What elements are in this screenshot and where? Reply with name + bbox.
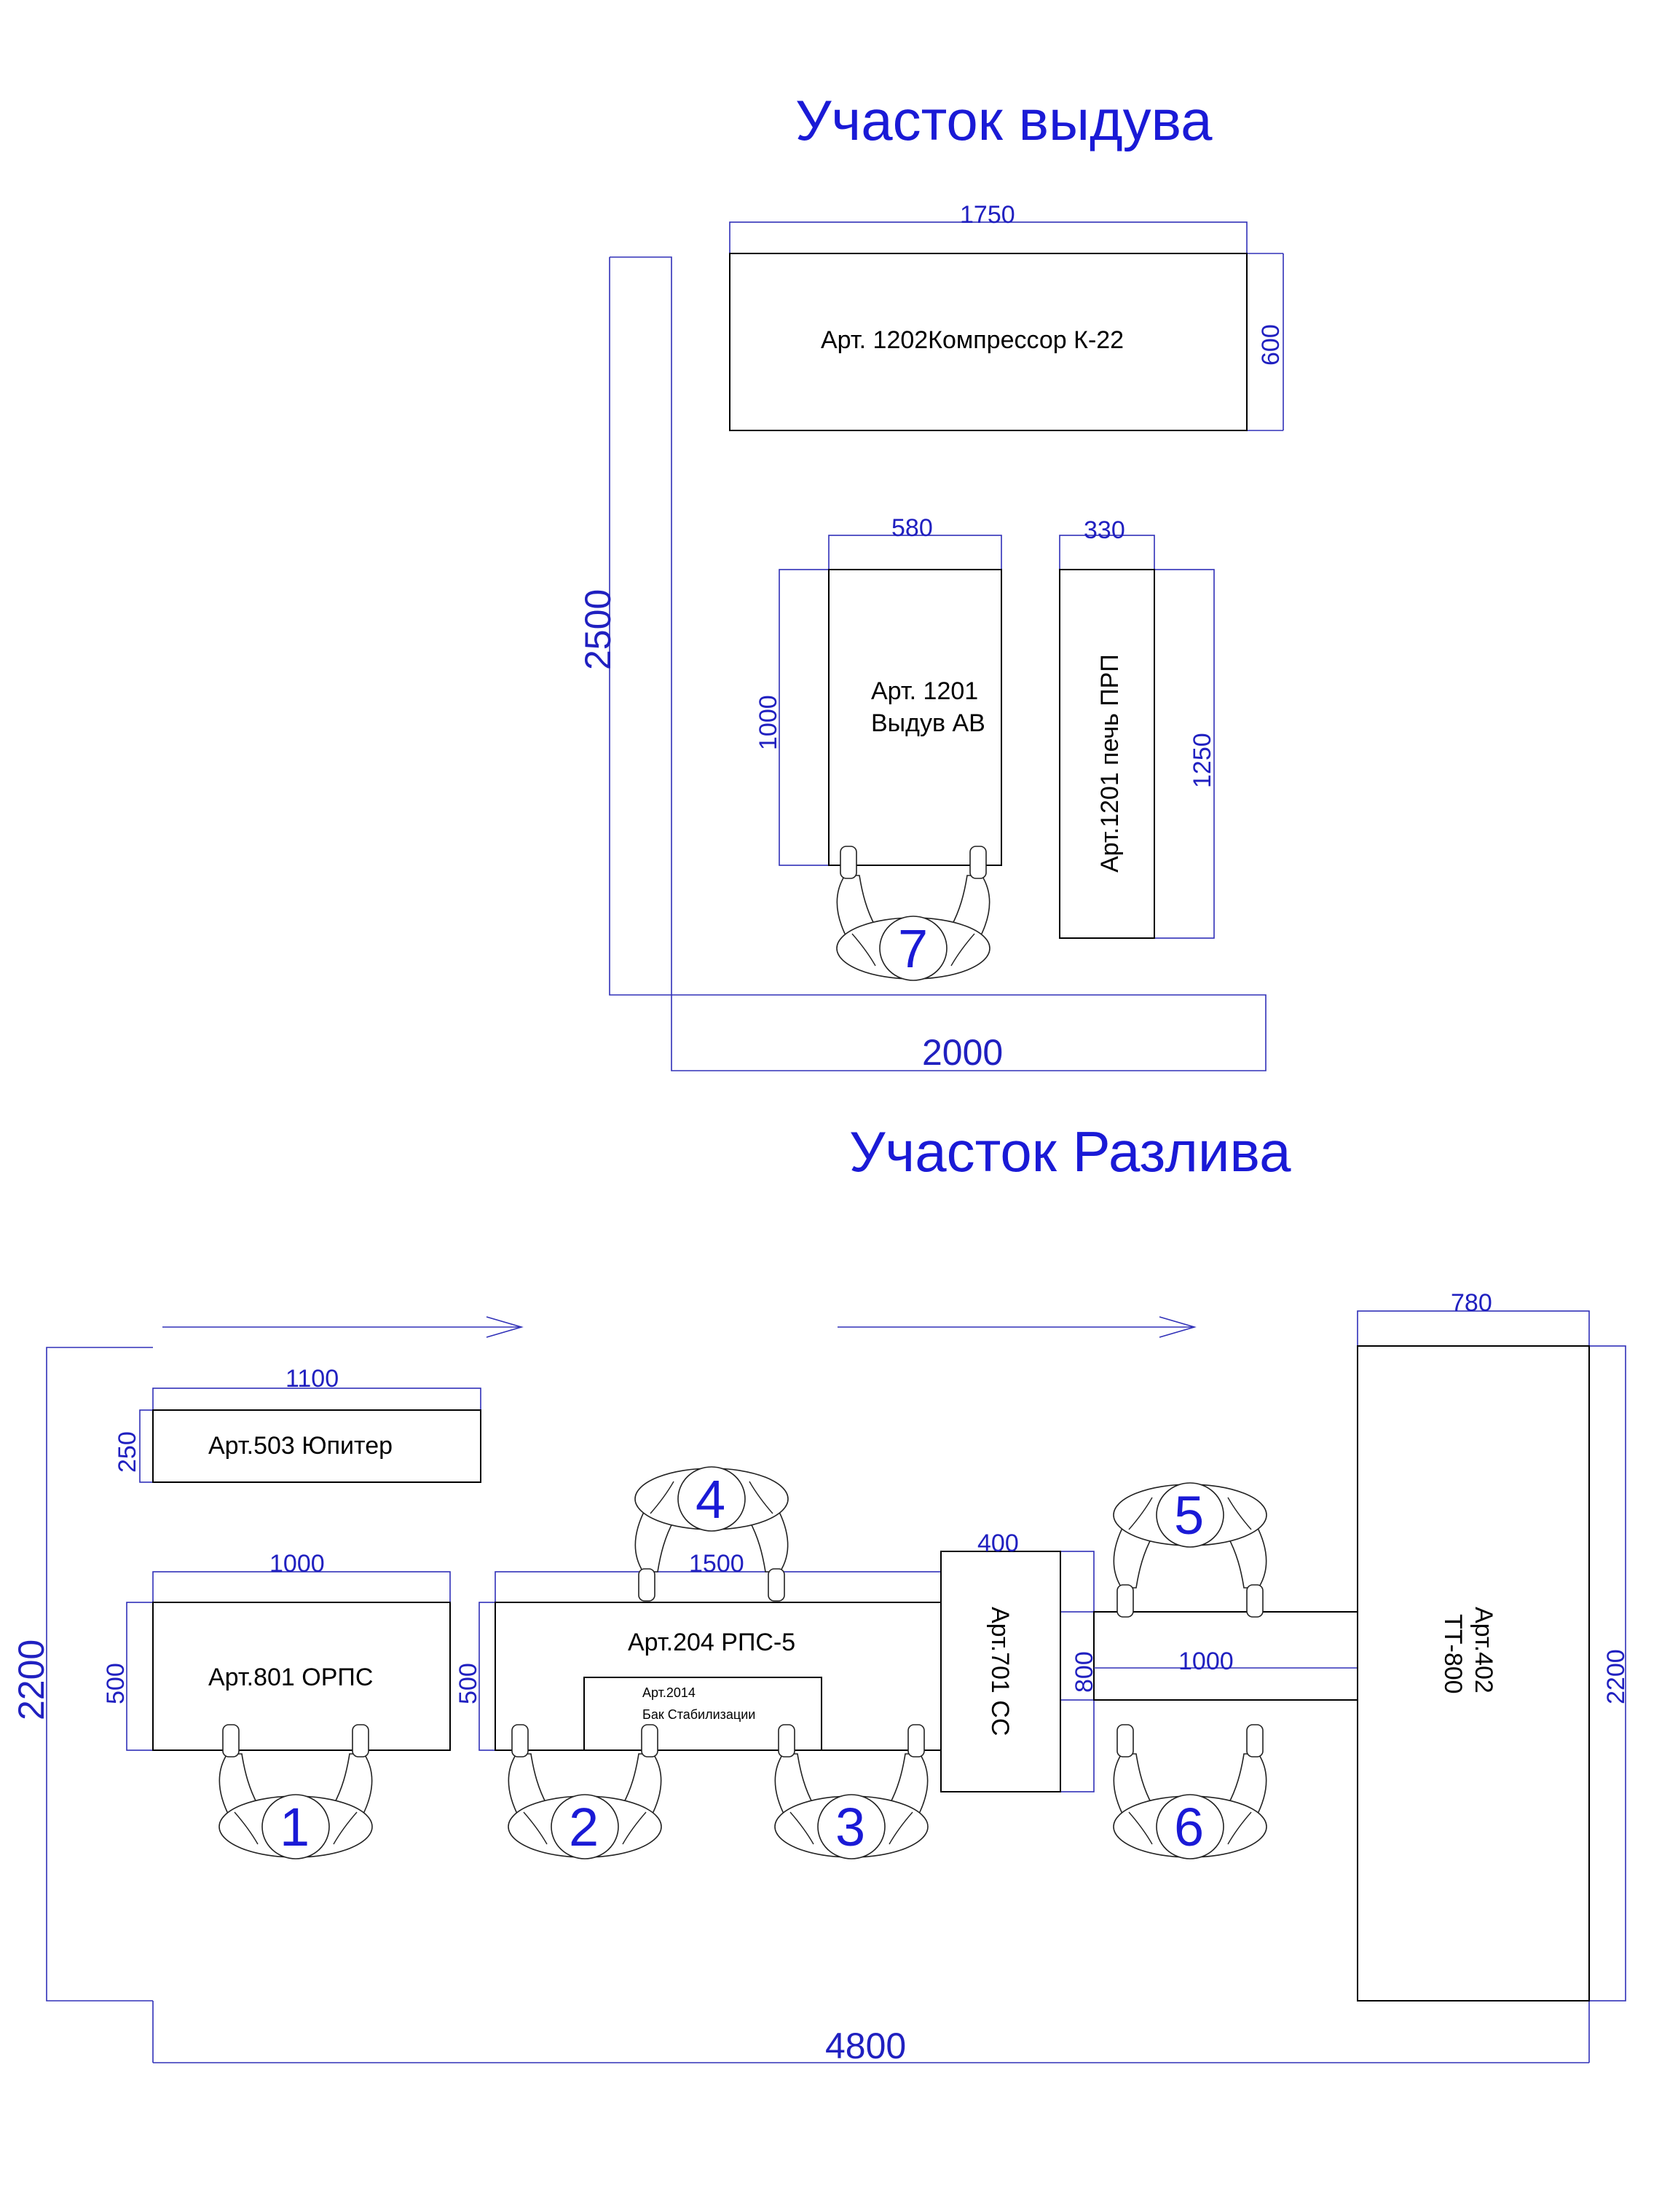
tt-label-line2: ТТ-800: [1439, 1614, 1467, 1694]
orps-label: Арт.801 ОРПС: [208, 1664, 373, 1691]
jupiter-machine: 1100 250 Арт.503 Юпитер: [114, 1365, 481, 1483]
oven-depth-label: 1250: [1189, 733, 1216, 788]
oven-label: Арт.1201 печь ПРП: [1096, 654, 1124, 873]
rps-depth-label: 500: [454, 1663, 482, 1704]
stabilization-tank: Арт.2014 Бак Стабилизации: [583, 1677, 822, 1751]
operator-6-number: 6: [1174, 1797, 1204, 1857]
tt-depth-label: 2200: [1602, 1649, 1630, 1704]
cc-width-label: 400: [977, 1530, 1019, 1557]
operator-4-number: 4: [696, 1469, 725, 1530]
fill-section-title: Участок Разлива: [849, 1119, 1291, 1184]
operator-7-number: 7: [898, 918, 928, 979]
blow-section-title: Участок выдува: [795, 88, 1213, 152]
tt-label-line1: Арт.402: [1470, 1607, 1497, 1693]
rps-width-label: 1500: [689, 1550, 744, 1578]
fill-room-walls: 2200 4800: [11, 1347, 1590, 2066]
tt-width-label: 780: [1451, 1289, 1492, 1317]
operator-6: 6: [1113, 1724, 1267, 1859]
orps-machine: 1000 500 Арт.801 ОРПС: [102, 1550, 451, 1751]
blow-machine: 580 1000 Арт. 1201 Выдув АВ: [755, 514, 1002, 866]
fill-section: Участок Разлива 2200 4800 1100 250 Арт.5: [11, 1119, 1630, 2066]
operator-5-number: 5: [1174, 1485, 1204, 1546]
jupiter-depth-label: 250: [114, 1431, 141, 1473]
cc-label: Арт.701 СС: [986, 1607, 1014, 1736]
flow-arrow-right: [838, 1316, 1197, 1338]
operator-3-number: 3: [835, 1797, 865, 1857]
conveyor: 1000: [1093, 1611, 1358, 1701]
blow-section: Участок выдува 2500 2000 1750 600 Арт. 1…: [578, 88, 1285, 1073]
flow-arrow-left: [162, 1316, 524, 1338]
orps-width-label: 1000: [269, 1550, 325, 1578]
operator-4: 4: [635, 1467, 788, 1601]
oven-width-label: 330: [1084, 516, 1125, 544]
compressor-width-label: 1750: [960, 201, 1015, 229]
fill-room-width-label: 4800: [825, 2026, 906, 2066]
blow-room-walls: 2500 2000: [578, 256, 1267, 1073]
jupiter-label: Арт.503 Юпитер: [208, 1432, 393, 1460]
operator-1-number: 1: [280, 1797, 310, 1857]
blow-depth-label: 1000: [755, 695, 782, 750]
rps-machine: 1500 500 Арт.204 РПС-5 Арт.2014 Бак Стаб…: [454, 1550, 942, 1751]
operator-3: 3: [774, 1724, 929, 1859]
compressor: 1750 600 Арт. 1202Компрессор К-22: [729, 201, 1285, 431]
blow-label-line1: Арт. 1201: [871, 677, 978, 705]
cc-machine: 400 800 Арт.701 СС: [940, 1530, 1098, 1792]
tank-label-line2: Бак Стабилизации: [642, 1707, 755, 1722]
oven: 330 1250 Арт.1201 печь ПРП: [1059, 516, 1216, 939]
conveyor-length-label: 1000: [1178, 1648, 1234, 1675]
operator-7: 7: [836, 846, 990, 981]
blow-width-label: 580: [891, 514, 933, 542]
rps-label: Арт.204 РПС-5: [628, 1629, 795, 1656]
tt800-machine: 780 2200 Арт.402 ТТ-800: [1357, 1289, 1630, 2002]
blow-room-depth-label: 2500: [578, 589, 618, 670]
operator-1: 1: [218, 1724, 373, 1859]
compressor-label: Арт. 1202Компрессор К-22: [821, 326, 1124, 354]
blow-room-width-label: 2000: [922, 1032, 1003, 1073]
orps-depth-label: 500: [102, 1663, 130, 1704]
fill-room-depth-label: 2200: [11, 1640, 52, 1720]
operator-2-number: 2: [569, 1797, 599, 1857]
operator-2: 2: [508, 1724, 662, 1859]
jupiter-width-label: 1100: [285, 1365, 339, 1393]
operator-5: 5: [1114, 1483, 1267, 1617]
tank-label-line1: Арт.2014: [642, 1685, 696, 1700]
blow-label-line2: Выдув АВ: [871, 709, 985, 737]
compressor-depth-label: 600: [1257, 324, 1285, 366]
